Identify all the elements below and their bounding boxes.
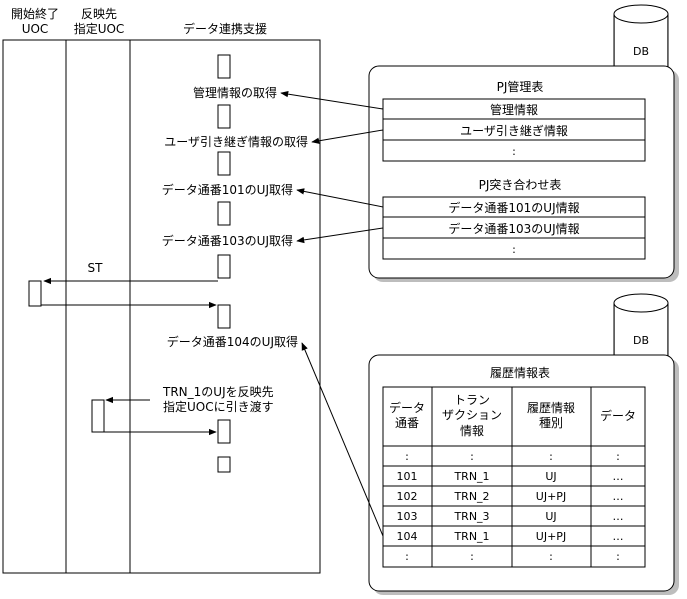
pj-management-table-title: PJ管理表 bbox=[497, 79, 544, 94]
step-get-uj-104: データ通番104のUJ取得 bbox=[167, 334, 298, 349]
history-cell: : bbox=[405, 450, 409, 463]
history-cell: TRN_3 bbox=[453, 510, 489, 523]
history-cell: : bbox=[616, 550, 620, 563]
lane2-header-line1: 反映先 bbox=[81, 7, 117, 21]
arrow-management-info bbox=[280, 90, 384, 110]
history-cell: : bbox=[470, 450, 474, 463]
history-cell: UJ bbox=[545, 510, 556, 523]
history-cell: TRN_1 bbox=[453, 530, 489, 543]
history-cell: : bbox=[616, 450, 620, 463]
arrow-user-handover bbox=[311, 129, 384, 144]
pj-row-ellipsis: : bbox=[512, 145, 516, 158]
pj-match-table-title: PJ突き合わせ表 bbox=[479, 177, 562, 192]
lane2-header-line2: 指定UOC bbox=[74, 21, 125, 36]
st-label: ST bbox=[88, 261, 104, 275]
history-header-transaction-line3: 情報 bbox=[460, 424, 484, 438]
history-header-kind-line1: 履歴情報 bbox=[527, 401, 575, 415]
step-get-management-info: 管理情報の取得 bbox=[193, 85, 277, 100]
history-cell: : bbox=[405, 550, 409, 563]
lane1-header-line1: 開始終了 bbox=[11, 6, 59, 21]
history-cell: 104 bbox=[397, 530, 418, 543]
history-table bbox=[382, 386, 646, 568]
history-cell: UJ bbox=[545, 470, 556, 483]
target-uoc-activation-box bbox=[91, 399, 105, 433]
pj-match-row-101: データ通番101のUJ情報 bbox=[448, 200, 579, 215]
activation-box bbox=[217, 304, 231, 329]
history-cell: 102 bbox=[397, 490, 418, 503]
activation-box bbox=[217, 419, 231, 444]
step-get-uj-103: データ通番103のUJ取得 bbox=[162, 233, 293, 248]
activation-box bbox=[217, 151, 231, 176]
history-header-transaction-line1: トラン bbox=[454, 393, 490, 407]
history-cell: … bbox=[613, 530, 624, 543]
history-cell: TRN_2 bbox=[453, 490, 489, 503]
activation-box bbox=[217, 201, 231, 226]
history-header-transaction-line2: ザクション bbox=[442, 408, 502, 422]
history-header-serial-line2: 通番 bbox=[395, 416, 419, 430]
activation-box bbox=[217, 254, 231, 279]
uoc-activation-box bbox=[28, 280, 42, 307]
activation-box bbox=[217, 54, 231, 79]
activation-box bbox=[217, 104, 231, 129]
history-cell: : bbox=[549, 550, 553, 563]
history-cell: UJ+PJ bbox=[536, 490, 566, 503]
arrow-uj-104 bbox=[301, 342, 384, 537]
history-header-data: データ bbox=[600, 408, 636, 423]
arrow-uj-101 bbox=[296, 188, 384, 208]
swimlane-frame bbox=[2, 39, 321, 574]
step-pass-uj-line2: 指定UOCに引き渡す bbox=[163, 399, 274, 414]
history-table-title: 履歴情報表 bbox=[490, 366, 550, 380]
history-header-serial-line1: データ bbox=[389, 400, 425, 415]
history-cell: TRN_1 bbox=[453, 470, 489, 483]
pj-row-management-info: 管理情報 bbox=[490, 102, 538, 117]
history-header-kind-line2: 種別 bbox=[539, 416, 563, 430]
db-label-top: DB bbox=[633, 45, 649, 58]
history-cell: … bbox=[613, 510, 624, 523]
history-cell: … bbox=[613, 470, 624, 483]
history-cell: : bbox=[549, 450, 553, 463]
step-get-user-handover-info: ユーザ引き継ぎ情報の取得 bbox=[164, 134, 308, 149]
pj-row-user-handover: ユーザ引き継ぎ情報 bbox=[460, 123, 568, 138]
db-label-bottom: DB bbox=[633, 334, 649, 347]
pj-match-table bbox=[382, 196, 646, 260]
arrow-uj-103 bbox=[296, 227, 384, 244]
pj-management-table bbox=[382, 98, 646, 162]
history-cell: : bbox=[470, 550, 474, 563]
step-get-uj-101: データ通番101のUJ取得 bbox=[162, 182, 293, 197]
pj-match-row-ellipsis: : bbox=[512, 243, 516, 256]
step-pass-uj-line1: TRN_1のUJを反映先 bbox=[162, 385, 274, 399]
history-cell: 101 bbox=[397, 470, 418, 483]
history-cell: UJ+PJ bbox=[536, 530, 566, 543]
pj-match-row-103: データ通番103のUJ情報 bbox=[448, 221, 579, 236]
lane1-header-line2: UOC bbox=[22, 22, 49, 36]
history-cell: 103 bbox=[397, 510, 418, 523]
history-cell: … bbox=[613, 490, 624, 503]
activation-box bbox=[217, 456, 231, 473]
lane3-header: データ連携支援 bbox=[183, 21, 267, 36]
